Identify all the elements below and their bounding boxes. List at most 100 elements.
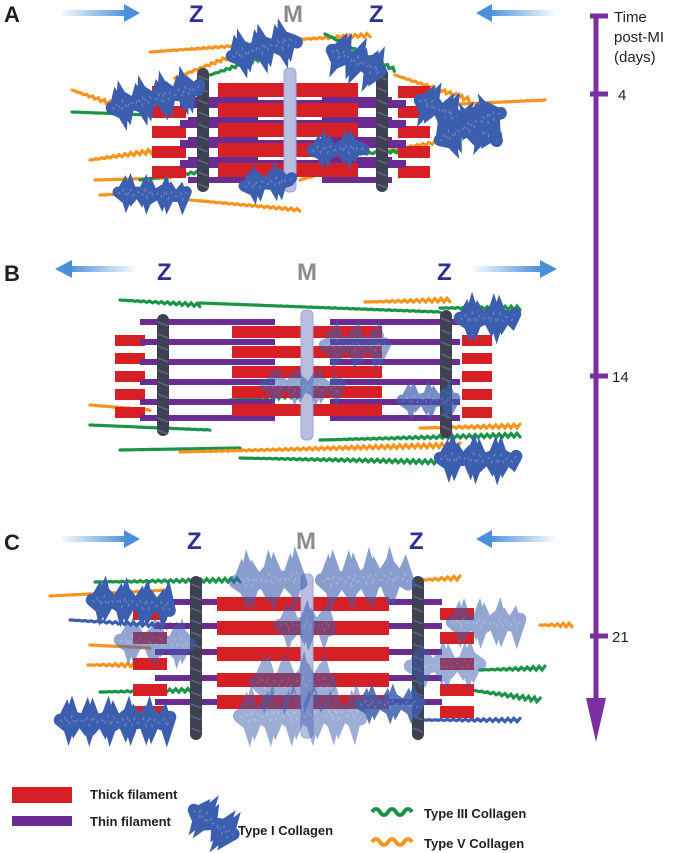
z-label-left: Z [189,1,204,28]
type-i-collagen-fibril [306,129,370,170]
type-i-collagen-fibril [225,18,303,79]
thin-filament [140,359,275,365]
thick-filament [115,407,145,418]
thick-filament [115,335,145,346]
panel-letter-c: C [4,530,20,555]
type-i-collagen-fibril [53,695,177,748]
m-label: M [296,528,316,555]
type-i-collagen-fibril [273,599,337,652]
type-i-collagen-fibril [85,575,176,630]
thin-filament [140,319,275,325]
thin-filament [188,177,258,183]
thin-filament [188,157,258,163]
type-iii-collagen-fibril [118,446,242,452]
type-i-collagen-fibril [228,546,308,612]
type-i-collagen-fibril [112,173,192,216]
type-i-collagen-fibril [433,432,523,486]
z-label-left: Z [157,259,172,286]
thick-filament-swatch [12,787,72,803]
arrow-right-inward [476,530,558,548]
thick-filament [152,166,186,178]
sarcomere-b [88,291,523,486]
type-v-collagen-fibril [188,198,302,213]
timeline: Time post-MI (days) 4 14 21 [586,9,664,742]
type-iii-collagen-swatch [370,807,414,817]
legend-label-thin: Thin filament [90,814,172,829]
type-i-collagen-fibril [403,639,487,691]
type-i-collagen-fibril [325,32,387,92]
thick-filament [133,658,167,670]
panel-c: C Z M Z [4,528,574,748]
arrow-right-outward [470,260,557,278]
thin-filament [140,399,275,405]
type-i-collagen-fibril [105,65,206,131]
type-iii-collagen-fibril [238,456,442,467]
m-label: M [283,1,303,28]
type-i-collagen-fibril [113,614,197,670]
thin-filament [330,319,460,325]
m-line [283,67,297,193]
type-iii-collagen-fibril [468,688,542,705]
type-i-collagen-fibril [318,319,392,372]
type-v-collagen-fibril [418,574,462,583]
thin-filament [330,415,460,421]
legend: Thick filament Thin filament Type I Coll… [12,787,526,853]
thick-filament [133,684,167,696]
thick-filament [115,389,145,400]
thick-filament [440,684,474,696]
sarcomere-c [48,545,574,748]
legend-label-type5: Type V Collagen [424,836,524,851]
type-i-collagen-swatch [187,795,241,853]
thick-filament [115,353,145,364]
type-iii-collagen-fibril [93,575,242,585]
z-label-right: Z [437,259,452,286]
type-v-collagen-swatch [370,837,414,847]
type-iii-collagen-fibril [118,298,202,309]
timeline-title-line-2: post-MI [614,29,664,46]
type-i-collagen-fibril [187,795,241,853]
type-i-collagen-fibril [445,597,527,650]
type-i-collagen-fibril [396,379,461,422]
thick-filament [398,126,430,138]
type-v-collagen-fibril [178,440,462,454]
legend-item-type3: Type III Collagen [370,806,526,821]
type-i-collagen-fibril [354,683,426,725]
thin-filament [322,117,392,123]
type-i-collagen-fibril [232,682,368,748]
thick-filament [462,407,492,418]
timeline-arrowhead [586,698,606,742]
thick-filament [152,146,186,158]
thin-filament [322,137,392,143]
arrow-left-inward [58,530,140,548]
type-iii-collagen-fibril [88,423,212,432]
z-label-left: Z [187,528,202,555]
timeline-title-line-1: Time [614,9,647,26]
thin-filament [188,137,258,143]
thin-filament [140,339,275,345]
type-i-collagen-fibril [238,161,298,205]
type-iii-collagen-fibril [198,301,442,314]
type-v-collagen-fibril [363,295,452,305]
thin-filament [140,379,275,385]
thick-filament [462,389,492,400]
legend-item-thin: Thin filament [12,814,172,829]
type-i-collagen-fibril [453,291,522,345]
thin-filament [330,339,460,345]
type-iii-collagen-fibril [318,430,522,442]
timeline-tick-label-4: 4 [618,87,626,104]
arrow-left-inward [58,4,140,22]
m-line [300,309,314,441]
thick-filament [115,371,145,382]
thin-filament [330,359,460,365]
thin-filament [322,157,392,163]
type-v-collagen-fibril [86,660,142,670]
type-i-collagen-fibril [418,715,522,725]
panel-letter-b: B [4,261,20,286]
panel-b: B Z M Z [4,259,557,486]
z-disc [440,310,452,438]
thin-filament [322,177,392,183]
legend-item-type5: Type V Collagen [370,836,524,851]
thin-filament [322,97,392,103]
thin-filament-swatch [12,816,72,826]
legend-label-thick: Thick filament [90,787,178,802]
